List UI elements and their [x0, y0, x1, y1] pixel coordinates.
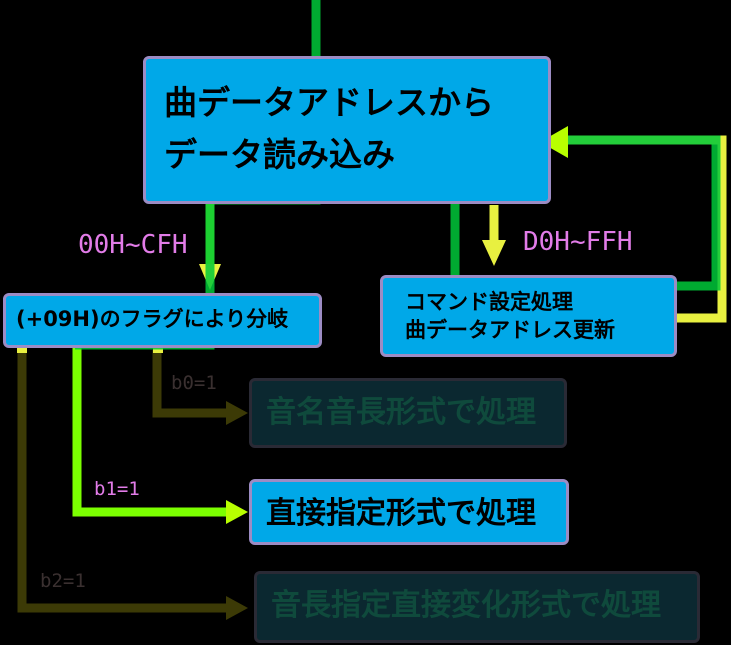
b2-label: b2=1 — [40, 570, 86, 592]
right-range-label: D0H~FFH — [523, 227, 633, 257]
branch-box: (+09H)のフラグにより分岐 — [3, 293, 322, 348]
b2-connector — [17, 350, 238, 613]
b0-target-text: 音名音長形式で処理 — [266, 395, 536, 430]
loop-arrowhead — [540, 126, 568, 158]
b1-label: b1=1 — [94, 478, 140, 500]
command-box: コマンド設定処理 曲データアドレス更新 — [380, 275, 677, 357]
b0-arrowhead — [226, 401, 248, 425]
b0-label: b0=1 — [171, 372, 217, 394]
command-line2: 曲データアドレス更新 — [405, 318, 615, 342]
b2-target-box: 音長指定直接変化形式で処理 — [254, 571, 700, 643]
b0-target-box: 音名音長形式で処理 — [249, 378, 567, 448]
b2-target-text: 音長指定直接変化形式で処理 — [271, 588, 661, 623]
active-path-loop — [450, 135, 721, 291]
left-range-label: 00H~CFH — [78, 230, 188, 260]
b1-arrowhead — [226, 500, 248, 524]
branch-text: (+09H)のフラグにより分岐 — [16, 307, 289, 331]
b1-target-box: 直接指定形式で処理 — [249, 479, 569, 545]
b1-target-text: 直接指定形式で処理 — [266, 496, 536, 531]
main-read-line2: データ読み込み — [164, 135, 395, 174]
main-read-line1: 曲データアドレスから — [164, 83, 494, 122]
main-to-command-arrowhead — [482, 240, 506, 266]
b1-connector — [72, 340, 236, 517]
main-read-box: 曲データアドレスから データ読み込み — [143, 56, 551, 204]
b0-connector — [152, 350, 238, 418]
command-line1: コマンド設定処理 — [405, 290, 573, 314]
b2-arrowhead — [226, 596, 248, 620]
